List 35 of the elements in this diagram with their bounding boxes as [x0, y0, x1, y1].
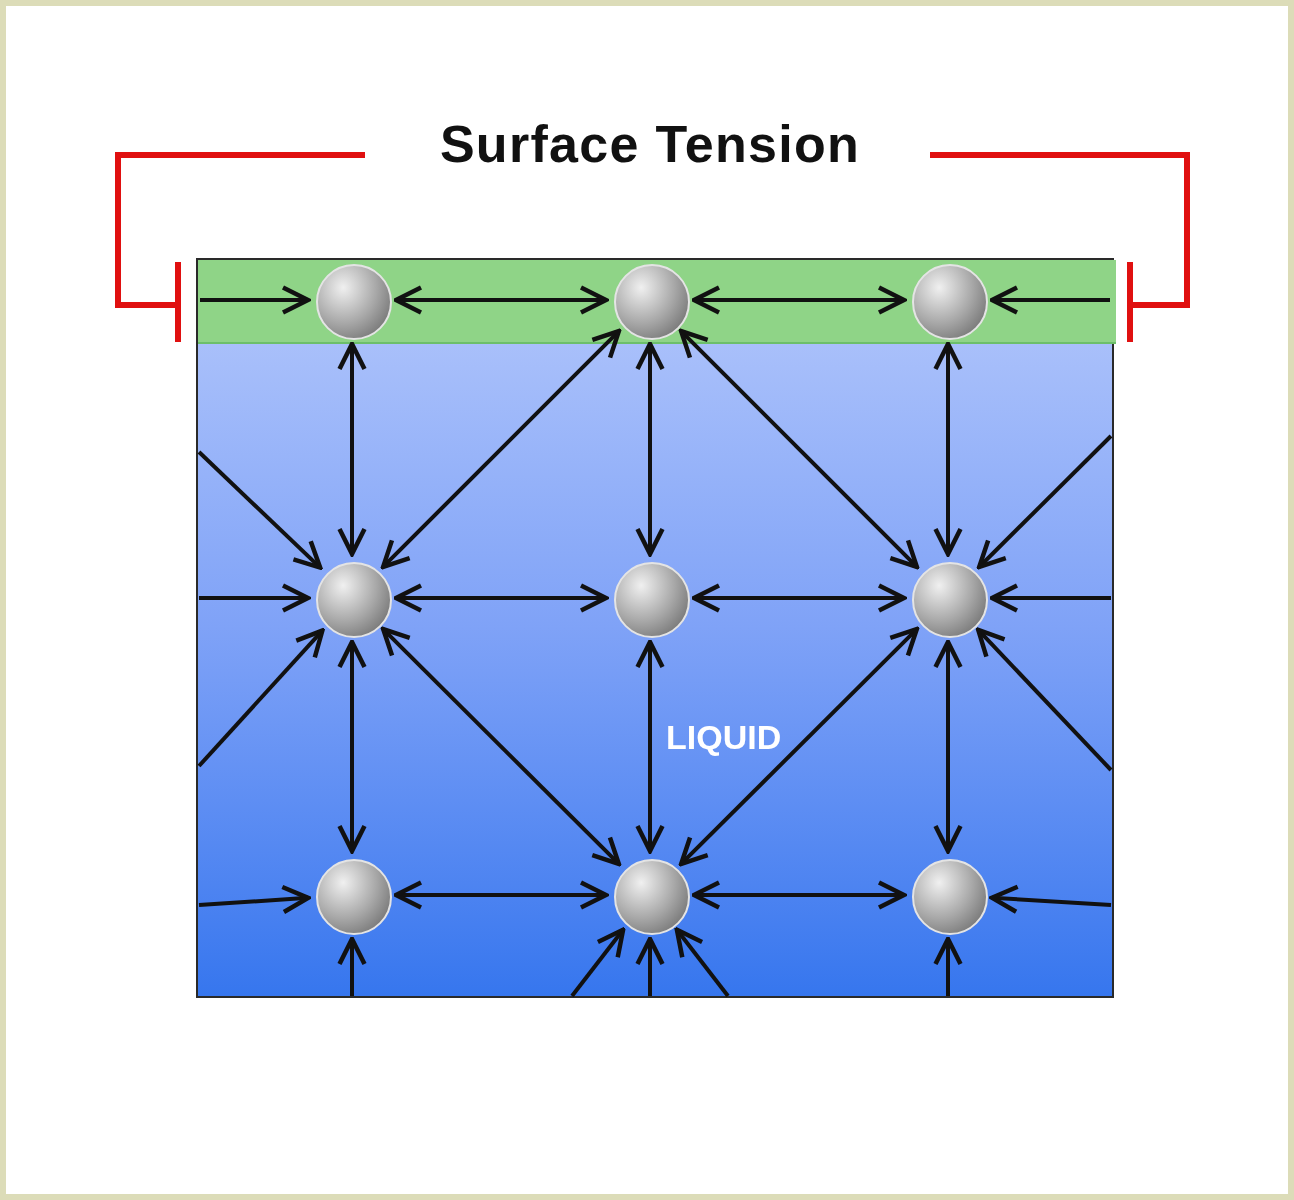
force-arrow [691, 285, 907, 315]
force-arrow [678, 626, 920, 867]
force-arrow [674, 927, 730, 998]
surface-layer-band [198, 260, 1116, 344]
liquid-label: LIQUID [666, 717, 782, 758]
force-arrow [635, 936, 665, 996]
liquid-container [196, 258, 1114, 998]
force-arrow [691, 583, 907, 613]
force-arrow [570, 927, 626, 998]
force-arrow [635, 639, 665, 854]
force-arrow [933, 341, 963, 557]
force-arrow [337, 341, 367, 557]
force-arrow [393, 880, 609, 910]
force-arrow [380, 626, 622, 867]
force-arrow [197, 628, 325, 768]
force-arrow [199, 583, 311, 613]
title: Surface Tension [438, 118, 862, 170]
force-arrow [200, 285, 311, 315]
force-arrow [976, 627, 1113, 772]
force-arrow [989, 285, 1110, 315]
force-arrow [691, 880, 907, 910]
force-arrow [933, 639, 963, 854]
force-arrow [380, 328, 622, 570]
force-arrow [393, 285, 609, 315]
force-arrow [933, 936, 963, 996]
force-arrow [678, 328, 920, 570]
force-arrow [989, 583, 1111, 613]
force-arrow [337, 639, 367, 854]
force-arrow [635, 341, 665, 557]
force-arrow [337, 936, 367, 996]
force-arrow [393, 583, 609, 613]
force-arrow [198, 884, 311, 915]
force-arrow [976, 434, 1113, 570]
force-arrow [989, 884, 1112, 914]
force-arrow [197, 450, 323, 570]
